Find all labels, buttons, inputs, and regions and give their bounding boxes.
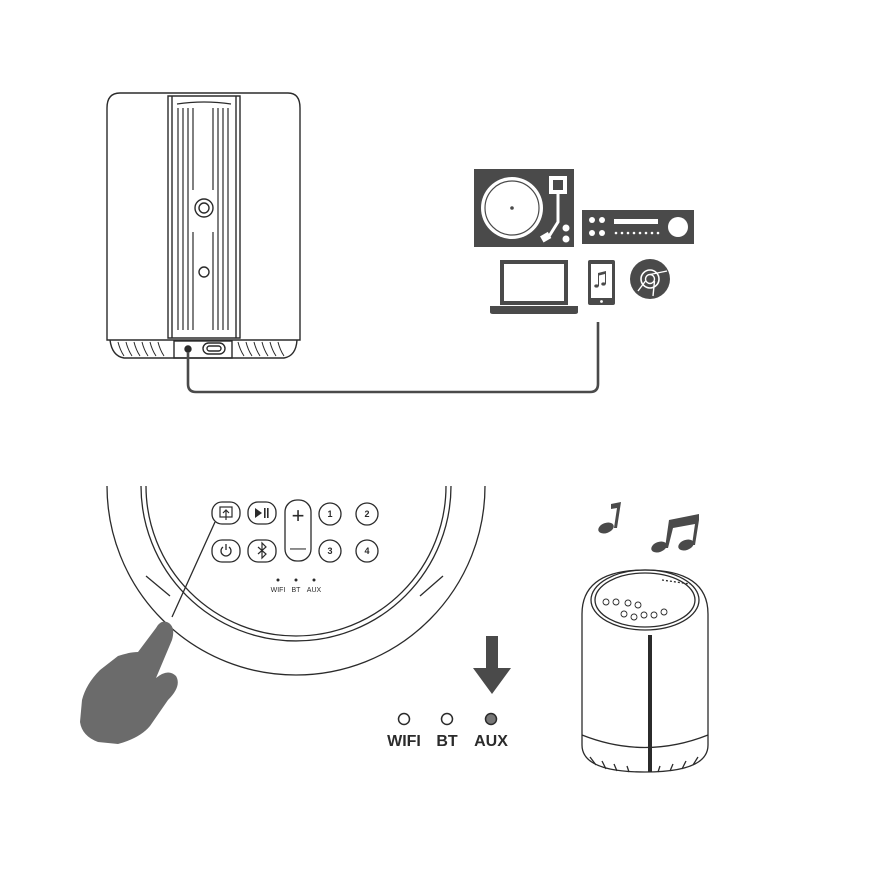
indicator-wifi: WIFI	[387, 714, 421, 751]
preset-button-1[interactable]: 1	[319, 503, 341, 525]
rear-vents	[177, 102, 231, 330]
indicator-aux: AUX	[474, 714, 508, 751]
base-feet	[118, 342, 284, 356]
chrome-icon	[630, 259, 670, 299]
turntable-icon	[474, 169, 574, 247]
speaker-rear-view	[107, 93, 300, 358]
preset-3-label: 3	[327, 546, 332, 556]
volume-up-label: +	[292, 503, 305, 528]
preset-button-4[interactable]: 4	[356, 540, 378, 562]
source-button[interactable]	[212, 502, 240, 524]
indicator-bt-label: BT	[436, 733, 458, 750]
speaker-front-view	[582, 570, 708, 772]
preset-button-2[interactable]: 2	[356, 503, 378, 525]
panel-wifi-label: WIFI	[271, 587, 286, 594]
music-notes	[597, 502, 699, 554]
indicator-aux-label: AUX	[474, 733, 508, 750]
preset-2-label: 2	[364, 509, 369, 519]
panel-aux-label: AUX	[307, 587, 322, 594]
volume-down-label: —	[290, 540, 306, 557]
laptop-icon	[490, 260, 578, 314]
aux-port	[185, 346, 191, 352]
music-note-icon	[597, 502, 621, 535]
preset-button-3[interactable]: 3	[319, 540, 341, 562]
rear-button	[199, 267, 209, 277]
volume-rocker[interactable]: + —	[285, 500, 311, 561]
preset-4-label: 4	[364, 546, 369, 556]
aux-cable	[188, 322, 598, 392]
top-mini-buttons	[603, 599, 667, 620]
phone-icon	[588, 260, 615, 305]
panel-bt-label: BT	[292, 587, 302, 594]
hand-icon	[80, 622, 178, 744]
power-button[interactable]	[212, 540, 240, 562]
front-strip	[648, 635, 652, 772]
play-pause-button[interactable]	[248, 502, 276, 524]
indicator-row: WIFI BT AUX	[387, 714, 508, 751]
mount-screw	[195, 199, 213, 217]
panel-led-row: WIFI BT AUX	[271, 579, 322, 595]
down-arrow-icon	[473, 636, 511, 694]
indicator-bt: BT	[436, 714, 458, 751]
preset-1-label: 1	[327, 509, 332, 519]
indicator-wifi-label: WIFI	[387, 733, 421, 750]
bluetooth-button[interactable]	[248, 540, 276, 562]
receiver-icon	[582, 210, 694, 244]
music-note-icon	[650, 514, 699, 554]
